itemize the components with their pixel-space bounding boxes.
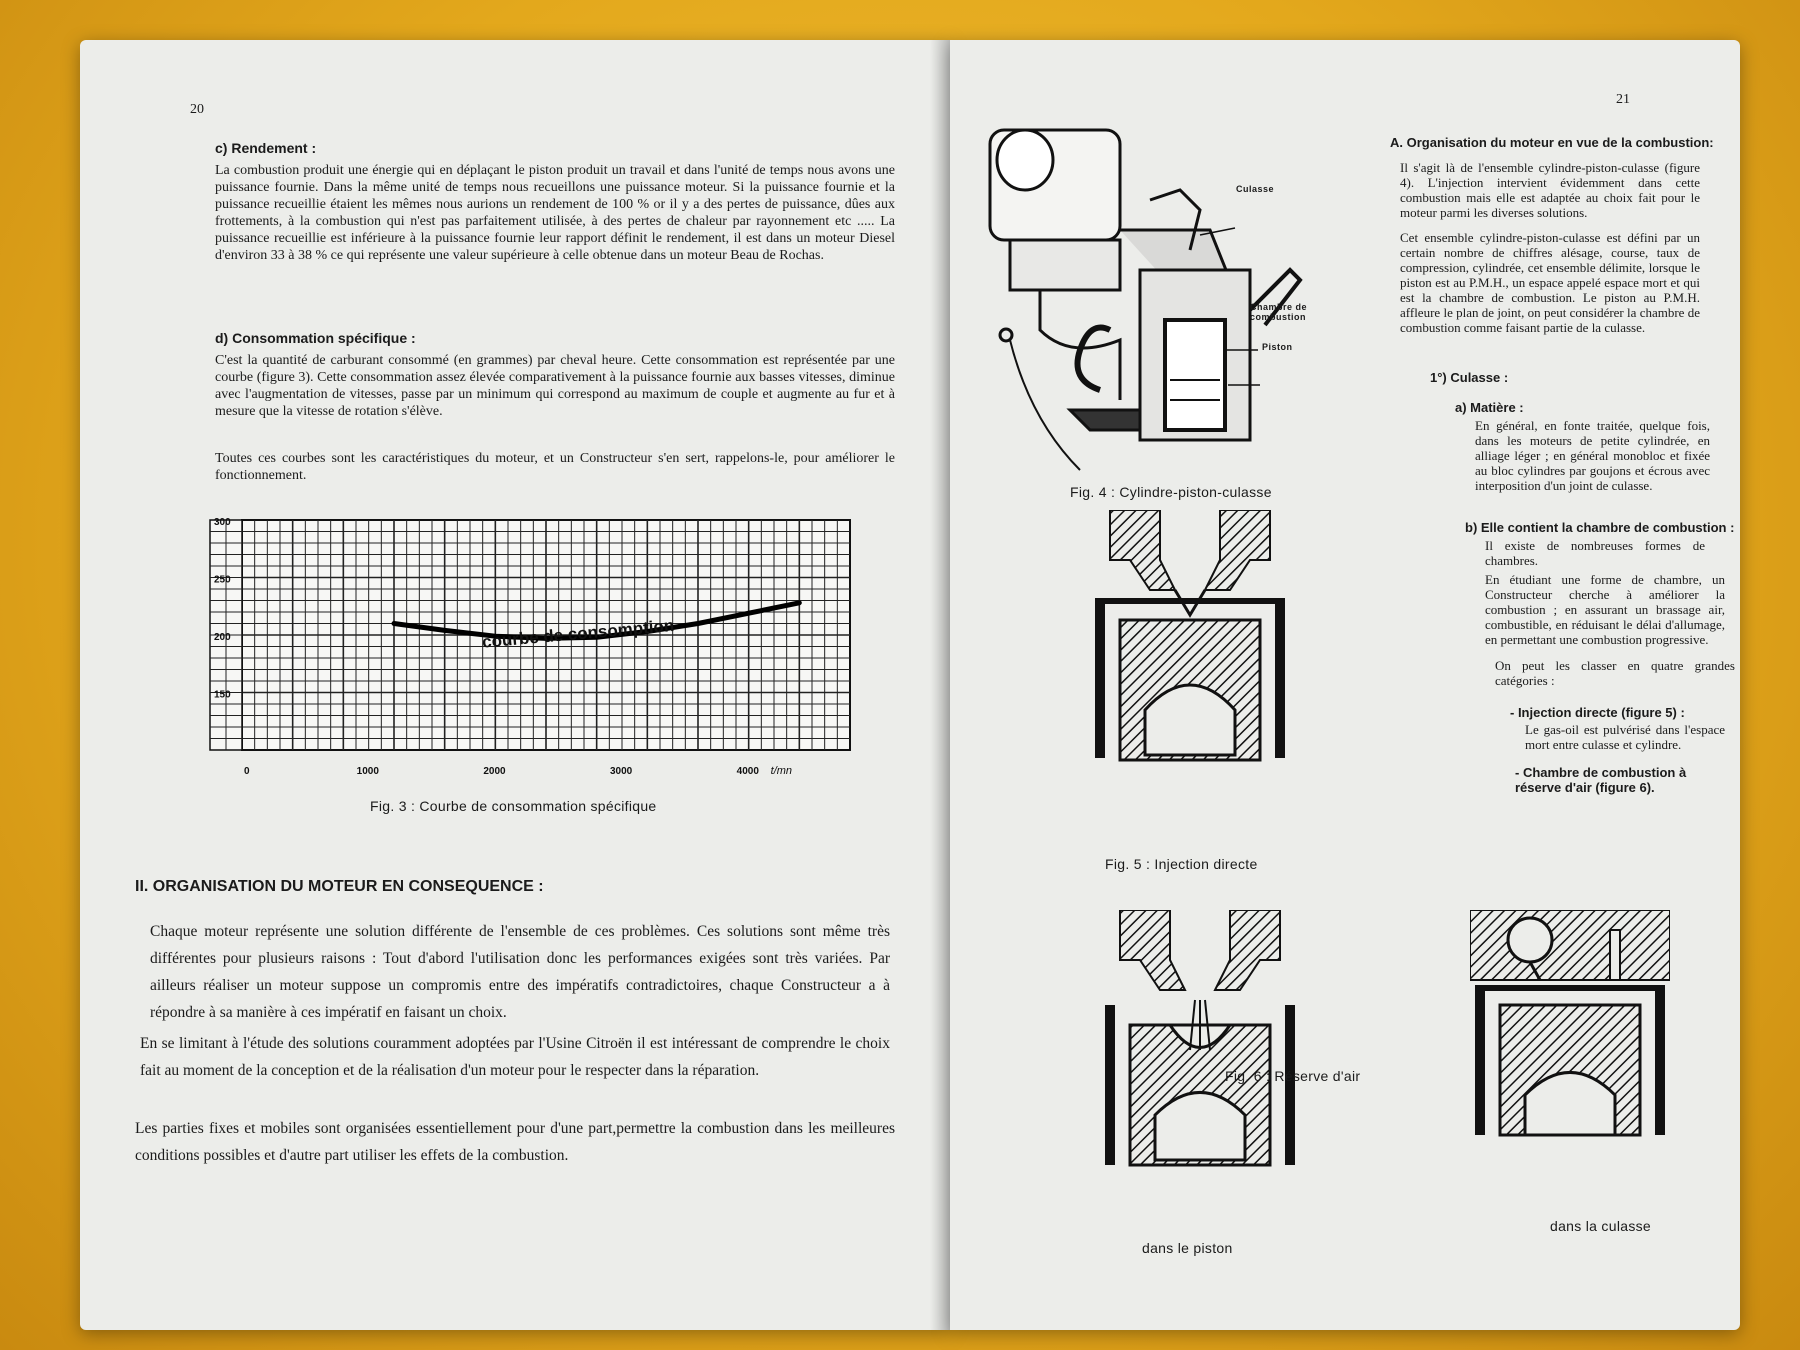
consommation-title: d) Consommation spécifique : <box>215 330 416 346</box>
label-chambre-2: combustion <box>1250 312 1306 322</box>
label-dans-la-culasse: dans la culasse <box>1550 1218 1652 1234</box>
label-dans-le-piston: dans le piston <box>1142 1240 1233 1256</box>
rendement-title: c) Rendement : <box>215 140 317 156</box>
consommation-text-2: Toutes ces courbes sont les caractéristi… <box>215 451 895 483</box>
x-tick-label: 2000 <box>483 766 506 777</box>
chambre-text-1: Il existe de nombreuses formes de chambr… <box>1485 538 1705 568</box>
culasse-title: 1°) Culasse : <box>1430 370 1509 385</box>
x-tick-label: 1000 <box>357 766 380 777</box>
figure-4-caption: Fig. 4 : Cylindre-piston-culasse <box>1070 484 1272 500</box>
y-tick-label: 200 <box>214 632 231 643</box>
page-number-right: 21 <box>1616 92 1630 107</box>
label-culasse: Culasse <box>1236 184 1275 194</box>
chambre-title: b) Elle contient la chambre de combustio… <box>1465 520 1735 535</box>
x-tick-label: 4000 <box>737 766 760 777</box>
x-tick-label: 3000 <box>610 766 633 777</box>
x-axis-unit: t/mn <box>771 765 792 777</box>
section-2-paragraph-3: Les parties fixes et mobiles sont organi… <box>135 1120 895 1164</box>
figure-4-engine-illustration <box>988 128 1303 471</box>
figure-6-piston-chamber <box>1105 910 1295 1167</box>
right-page: 21 <box>950 40 1740 1330</box>
consommation-text: C'est la quantité de carburant consommé … <box>215 353 895 419</box>
injection-directe-text: Le gas-oil est pulvérisé dans l'espace m… <box>1525 722 1725 752</box>
left-page: 20 c) Rendement : La combustion produit … <box>80 40 950 1330</box>
section-2-paragraph-1: Chaque moteur représente une solution di… <box>150 923 890 1021</box>
matiere-text: En général, en fonte traitée, quelque fo… <box>1475 418 1710 493</box>
chambre-text-3: On peut les classer en quatre grandes ca… <box>1495 658 1735 688</box>
chambre-text-2: En étudiant une forme de chambre, un Con… <box>1485 572 1725 647</box>
figure-5-caption: Fig. 5 : Injection directe <box>1105 856 1258 872</box>
section-a-paragraph-1: Il s'agit là de l'ensemble cylindre-pist… <box>1400 160 1700 220</box>
figure-6-head-chamber <box>1470 910 1670 1137</box>
page-number-left: 20 <box>190 102 204 117</box>
y-tick-label: 300 <box>214 517 231 528</box>
open-booklet: 20 c) Rendement : La combustion produit … <box>40 40 1760 1330</box>
section-a-title: A. Organisation du moteur en vue de la c… <box>1390 135 1714 150</box>
series-line-consumption <box>391 600 802 641</box>
x-tick-label: 0 <box>244 766 250 777</box>
section-2-title: II. ORGANISATION DU MOTEUR EN CONSEQUENC… <box>135 878 544 895</box>
figure-6-caption: Fig. 6 : Réserve d'air <box>1225 1068 1361 1084</box>
reserve-air-title: - Chambre de combustion à réserve d'air … <box>1515 765 1687 795</box>
figure-5-direct-injection <box>1095 510 1285 762</box>
section-2-paragraph-2: En se limitant à l'étude des solutions c… <box>140 1035 890 1079</box>
figure-3-caption: Fig. 3 : Courbe de consommation spécifiq… <box>370 798 657 814</box>
injection-directe-title: - Injection directe (figure 5) : <box>1510 705 1685 720</box>
matiere-title: a) Matière : <box>1455 400 1524 415</box>
section-a-paragraph-2: Cet ensemble cylindre-piston-culasse est… <box>1400 230 1700 335</box>
label-chambre-1: Chambre de <box>1250 302 1308 312</box>
y-tick-label: 150 <box>214 690 231 701</box>
rendement-text: La combustion produit une énergie qui en… <box>215 163 895 263</box>
y-tick-label: 250 <box>214 575 231 586</box>
label-piston: Piston <box>1262 342 1293 352</box>
